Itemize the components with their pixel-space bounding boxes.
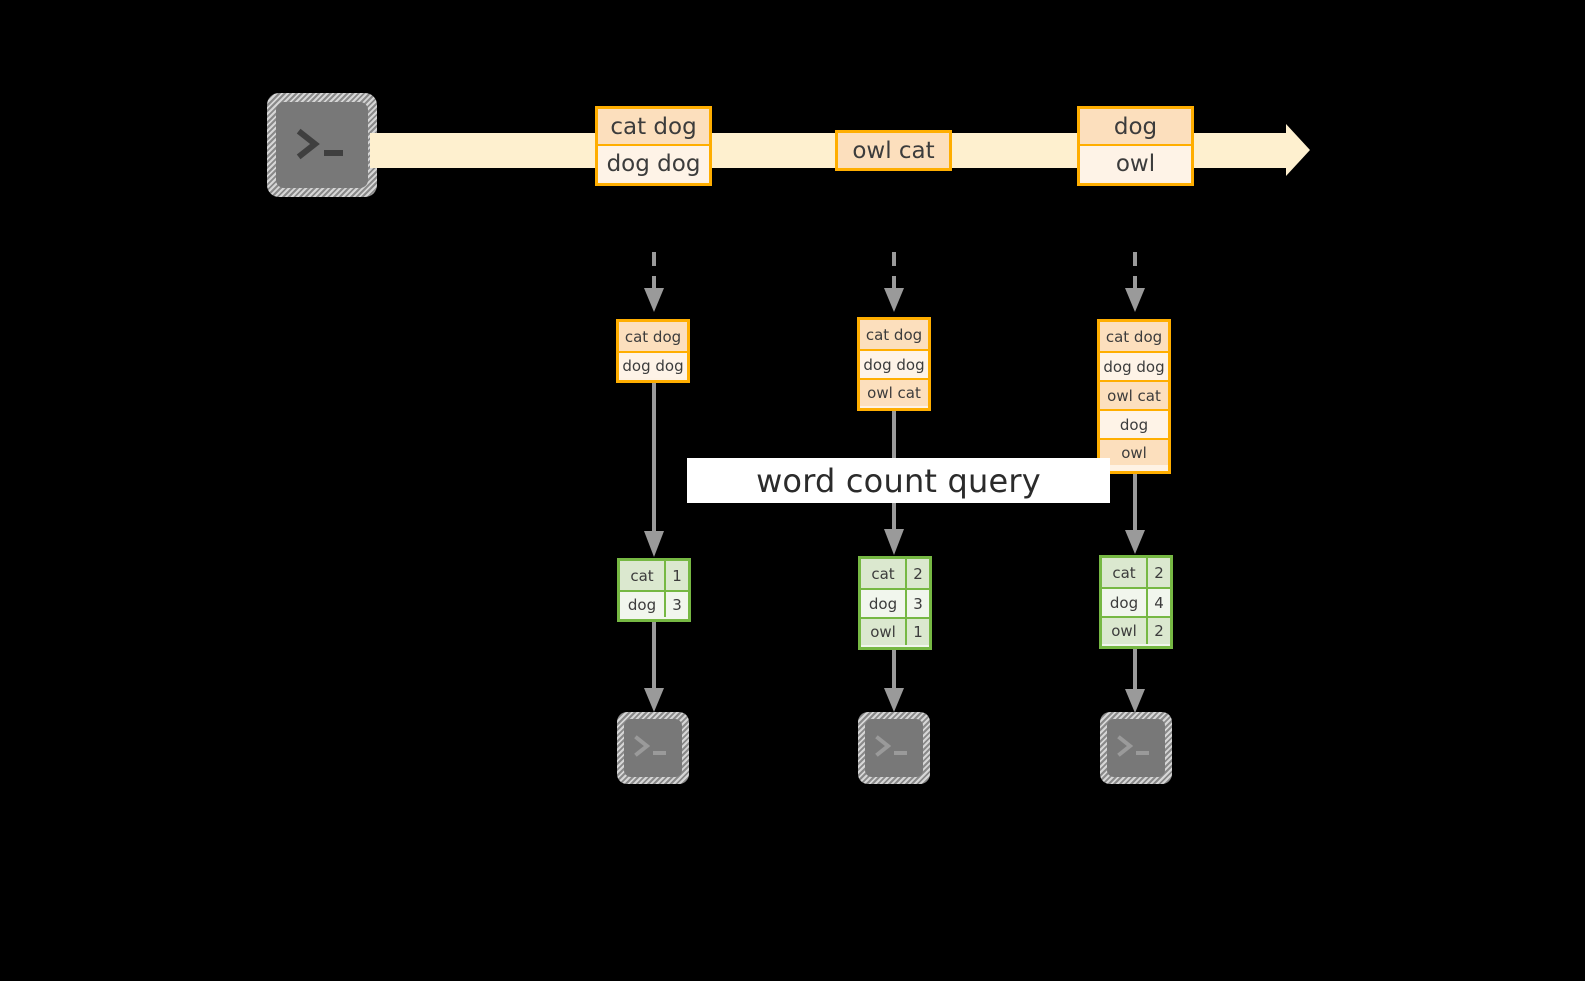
- count-cell: 2: [907, 559, 929, 588]
- result-table-1: cat 1 dog 3: [617, 558, 691, 622]
- word-cell: owl: [1102, 618, 1148, 644]
- sink-terminal-icon-1: [617, 712, 689, 784]
- word-cell: cat: [1102, 558, 1148, 587]
- message-line: cat dog: [598, 109, 709, 144]
- terminal-prompt-icon: [1100, 712, 1172, 784]
- connector-result-to-sink-2: [878, 650, 910, 714]
- table-row: dog 3: [620, 590, 688, 617]
- count-cell: 1: [666, 561, 688, 590]
- table-row: cat 1: [620, 561, 688, 590]
- accumulated-row: owl cat: [1100, 380, 1168, 409]
- word-cell: dog: [620, 592, 666, 617]
- accumulated-row: dog dog: [860, 349, 928, 378]
- count-cell: 3: [907, 590, 929, 617]
- count-cell: 2: [1148, 618, 1170, 644]
- count-cell: 1: [907, 619, 929, 645]
- accumulated-row: owl: [1100, 438, 1168, 465]
- stream-message-2: owl cat: [835, 130, 952, 171]
- sink-terminal-icon-2: [858, 712, 930, 784]
- message-line: owl cat: [838, 133, 949, 168]
- table-row: dog 3: [861, 588, 929, 617]
- accumulated-row: dog dog: [619, 351, 687, 378]
- query-label: word count query: [756, 461, 1041, 500]
- accumulated-row: cat dog: [1100, 322, 1168, 351]
- accumulated-table-1: cat dog dog dog: [616, 319, 690, 383]
- word-cell: cat: [620, 561, 666, 590]
- accumulated-table-3: cat dog dog dog owl cat dog owl: [1097, 319, 1171, 474]
- word-cell: dog: [861, 590, 907, 617]
- source-terminal-icon: [267, 93, 377, 197]
- result-table-3: cat 2 dog 4 owl 2: [1099, 555, 1173, 649]
- message-line: dog: [1080, 109, 1191, 144]
- message-line: dog dog: [598, 144, 709, 181]
- terminal-body: [1107, 719, 1165, 777]
- terminal-body: [865, 719, 923, 777]
- connector-stream-to-accumulated-3: [1119, 252, 1151, 318]
- accumulated-row: dog: [1100, 409, 1168, 438]
- message-line: owl: [1080, 144, 1191, 181]
- connector-accumulated-to-result-3: [1119, 474, 1151, 556]
- table-row: dog 4: [1102, 587, 1170, 616]
- stream-arrowhead-icon: [1286, 124, 1310, 176]
- count-cell: 2: [1148, 558, 1170, 587]
- word-cell: cat: [861, 559, 907, 588]
- connector-result-to-sink-3: [1119, 649, 1151, 715]
- word-cell: owl: [861, 619, 907, 645]
- accumulated-row: owl cat: [860, 378, 928, 406]
- result-table-2: cat 2 dog 3 owl 1: [858, 556, 932, 650]
- stream-message-1: cat dog dog dog: [595, 106, 712, 186]
- connector-stream-to-accumulated-1: [638, 252, 670, 318]
- connector-accumulated-to-result-1: [638, 383, 670, 559]
- table-row: cat 2: [1102, 558, 1170, 587]
- terminal-prompt-icon: [617, 712, 689, 784]
- table-row: owl 2: [1102, 616, 1170, 644]
- count-cell: 3: [666, 592, 688, 617]
- connector-result-to-sink-1: [638, 622, 670, 714]
- table-row: cat 2: [861, 559, 929, 588]
- table-row: owl 1: [861, 617, 929, 645]
- word-cell: dog: [1102, 589, 1148, 616]
- count-cell: 4: [1148, 589, 1170, 616]
- terminal-body: [624, 719, 682, 777]
- accumulated-row: cat dog: [860, 320, 928, 349]
- accumulated-row: cat dog: [619, 322, 687, 351]
- query-label-band: word count query: [687, 458, 1110, 503]
- terminal-body: [276, 102, 368, 188]
- stream-message-3: dog owl: [1077, 106, 1194, 186]
- accumulated-row: dog dog: [1100, 351, 1168, 380]
- accumulated-table-2: cat dog dog dog owl cat: [857, 317, 931, 411]
- terminal-prompt-icon: [267, 93, 377, 197]
- connector-stream-to-accumulated-2: [878, 252, 910, 318]
- sink-terminal-icon-3: [1100, 712, 1172, 784]
- terminal-prompt-icon: [858, 712, 930, 784]
